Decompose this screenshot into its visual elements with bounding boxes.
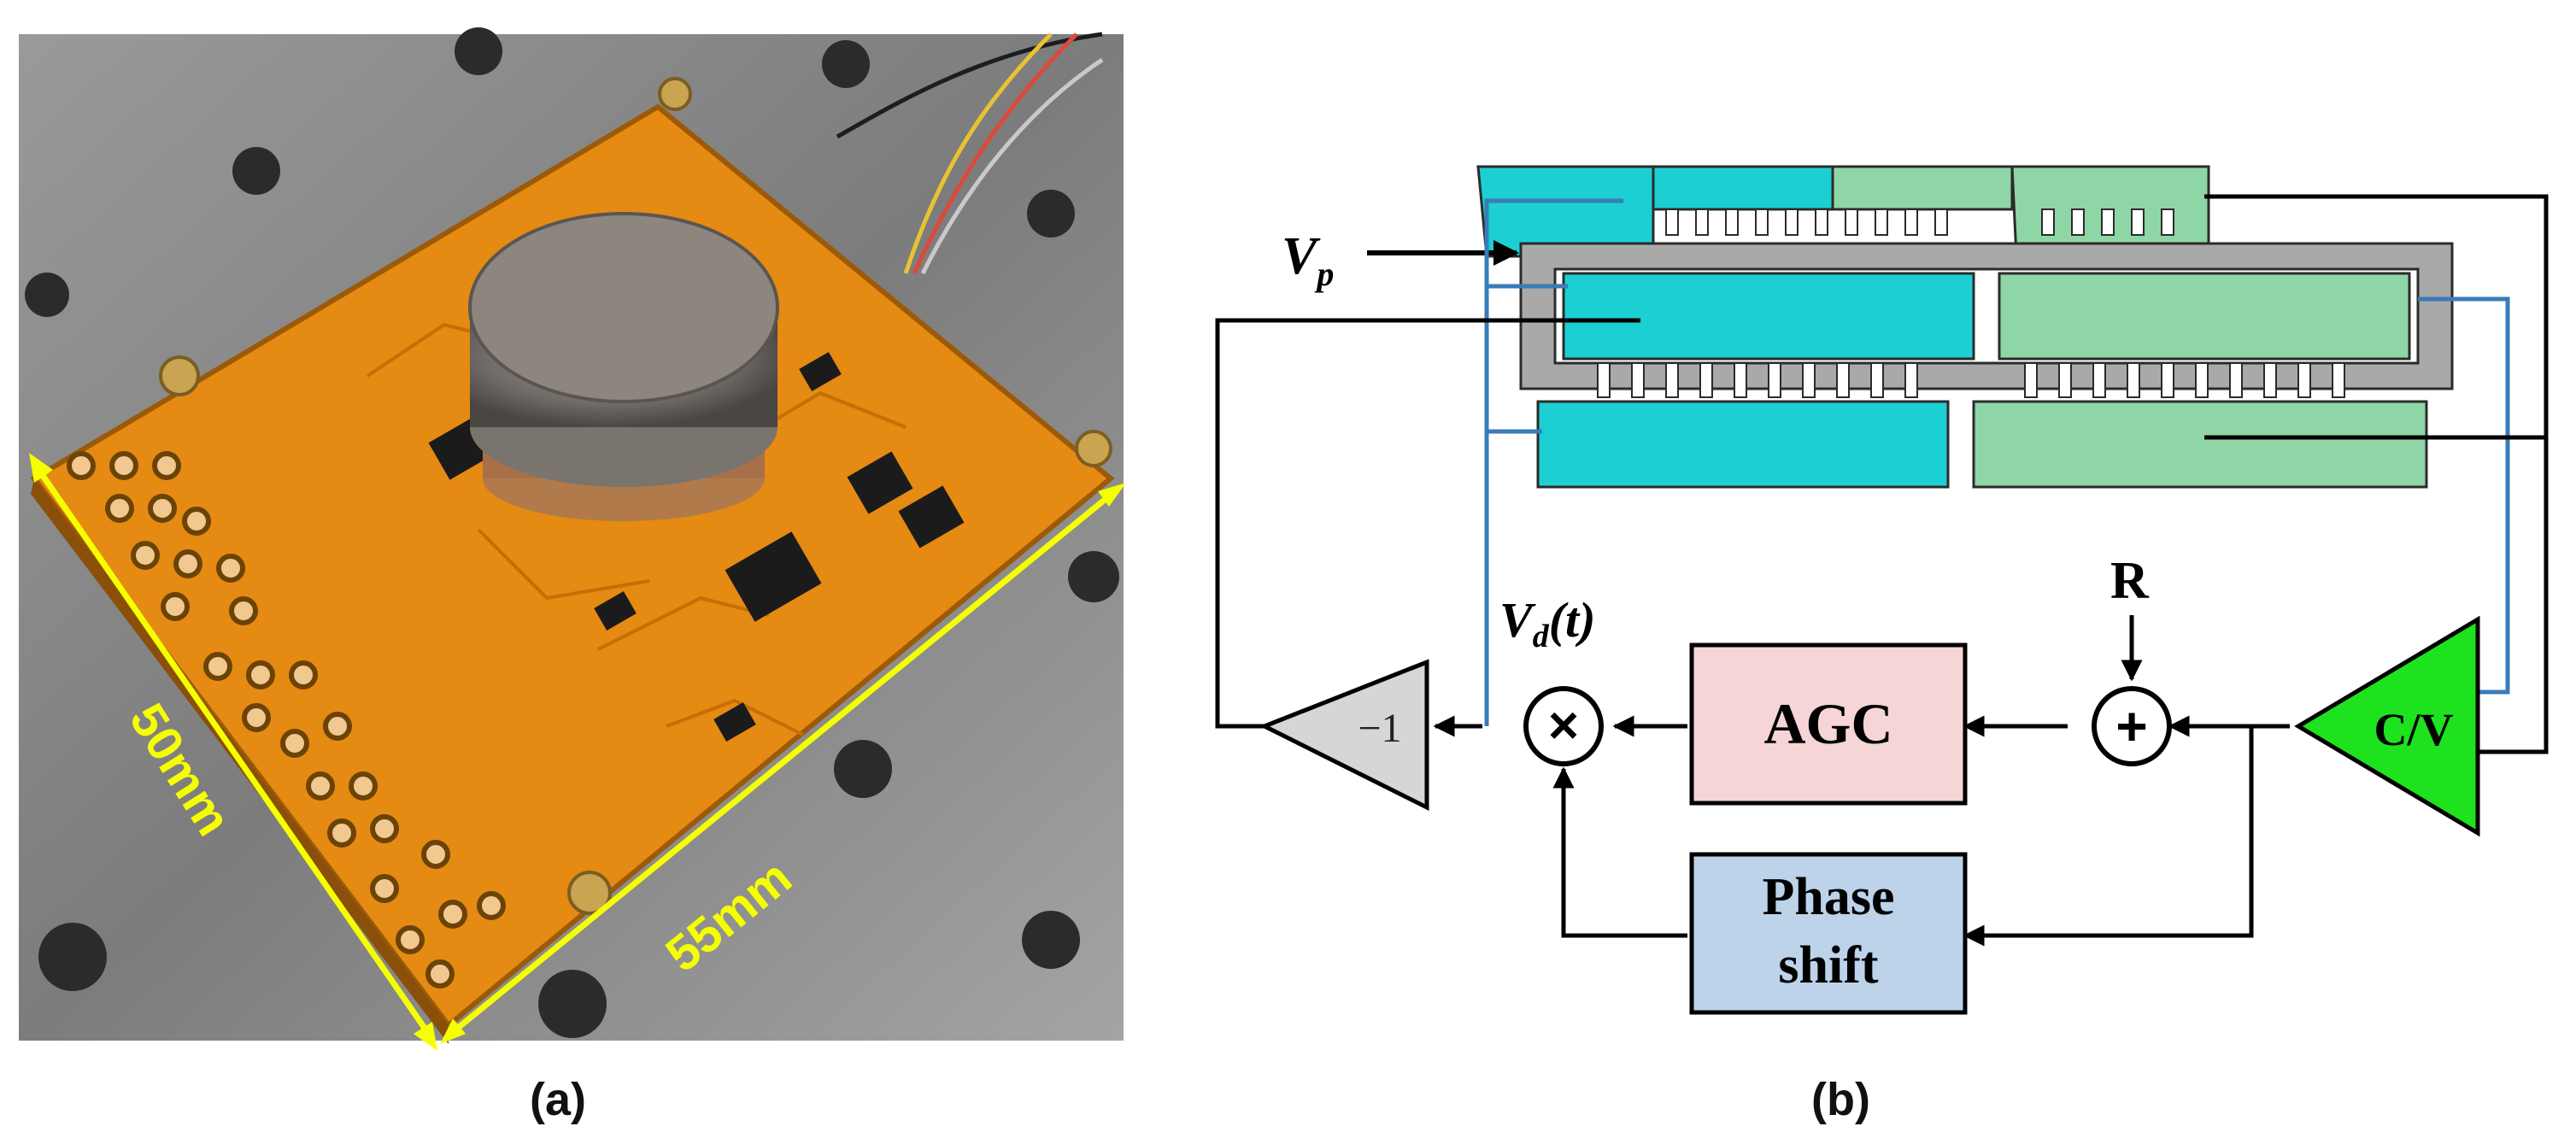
cv-label: C/V [2374, 704, 2454, 755]
cv-amplifier [2294, 615, 2480, 837]
electrode-middle-left [1562, 272, 1975, 361]
sum-node [2092, 686, 2172, 766]
mems-resonator [1476, 165, 2454, 489]
reference-label: R [2110, 552, 2150, 610]
phase-shift-label-1: Phase [1763, 868, 1895, 926]
panel-a-photo: 50mm 55mm [19, 27, 1126, 1051]
wires [836, 32, 1104, 275]
caption-a: (a) [530, 1074, 586, 1125]
caption-b: (b) [1811, 1074, 1870, 1125]
phase-shift-label-2: shift [1778, 936, 1878, 994]
agc-label: AGC [1763, 691, 1892, 756]
vd-label: Vd(t) [1499, 592, 1595, 654]
vp-label: Vp [1282, 227, 1334, 293]
black-wires [1215, 194, 2549, 947]
pin-holes [67, 451, 506, 989]
table-holes [25, 27, 1119, 1038]
inverter-block [1259, 659, 1429, 812]
blue-wires [1484, 198, 2510, 726]
inverter-label: −1 [1358, 706, 1401, 751]
electrode-bottom-left [1536, 400, 1950, 489]
electrode-middle-right [1998, 272, 2411, 361]
electrode-bottom-right [1972, 400, 2428, 489]
metal-can [468, 212, 779, 521]
phase-shift-block [1689, 852, 1968, 1015]
panel-b-diagram: Vp −1 × Vd(t) [1215, 165, 2549, 1015]
multiplier-node [1523, 686, 1604, 766]
standoffs [159, 77, 1112, 915]
dimension-lines [29, 453, 1126, 1051]
multiplier-symbol: × [1548, 696, 1579, 755]
agc-block [1689, 642, 1968, 806]
sum-symbol: + [2115, 695, 2147, 757]
comb-fingers [1597, 208, 2345, 398]
